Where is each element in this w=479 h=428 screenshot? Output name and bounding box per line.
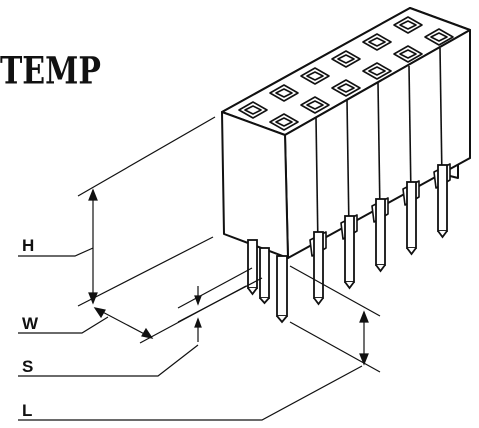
label-s: S (22, 357, 33, 376)
pin (344, 215, 355, 290)
pin (313, 231, 324, 306)
l-leader (18, 365, 363, 421)
s-extension-top (177, 267, 253, 309)
l-extension-top (289, 265, 381, 317)
pin (259, 247, 270, 305)
logo-text: TEMP (0, 50, 101, 94)
dimension-lines (18, 116, 381, 421)
pin (406, 181, 417, 256)
w-dimension-line (94, 307, 153, 339)
pin (276, 255, 288, 324)
h-extension-bottom (77, 236, 214, 307)
pin (437, 164, 448, 239)
s-extension-bottom (177, 277, 263, 323)
pin (375, 198, 386, 273)
l-extension-bottom (289, 321, 381, 373)
h-extension-top (77, 116, 216, 197)
label-h: H (22, 236, 34, 255)
socket-openings (238, 16, 454, 131)
w-leader (18, 316, 109, 334)
housing-segments (315, 47, 443, 249)
label-w: W (22, 314, 39, 333)
pin (247, 239, 258, 296)
housing-front (221, 111, 289, 259)
h-leader (18, 247, 94, 257)
s-leader (18, 344, 199, 377)
connector-pins (247, 164, 448, 324)
label-l: L (22, 401, 32, 420)
